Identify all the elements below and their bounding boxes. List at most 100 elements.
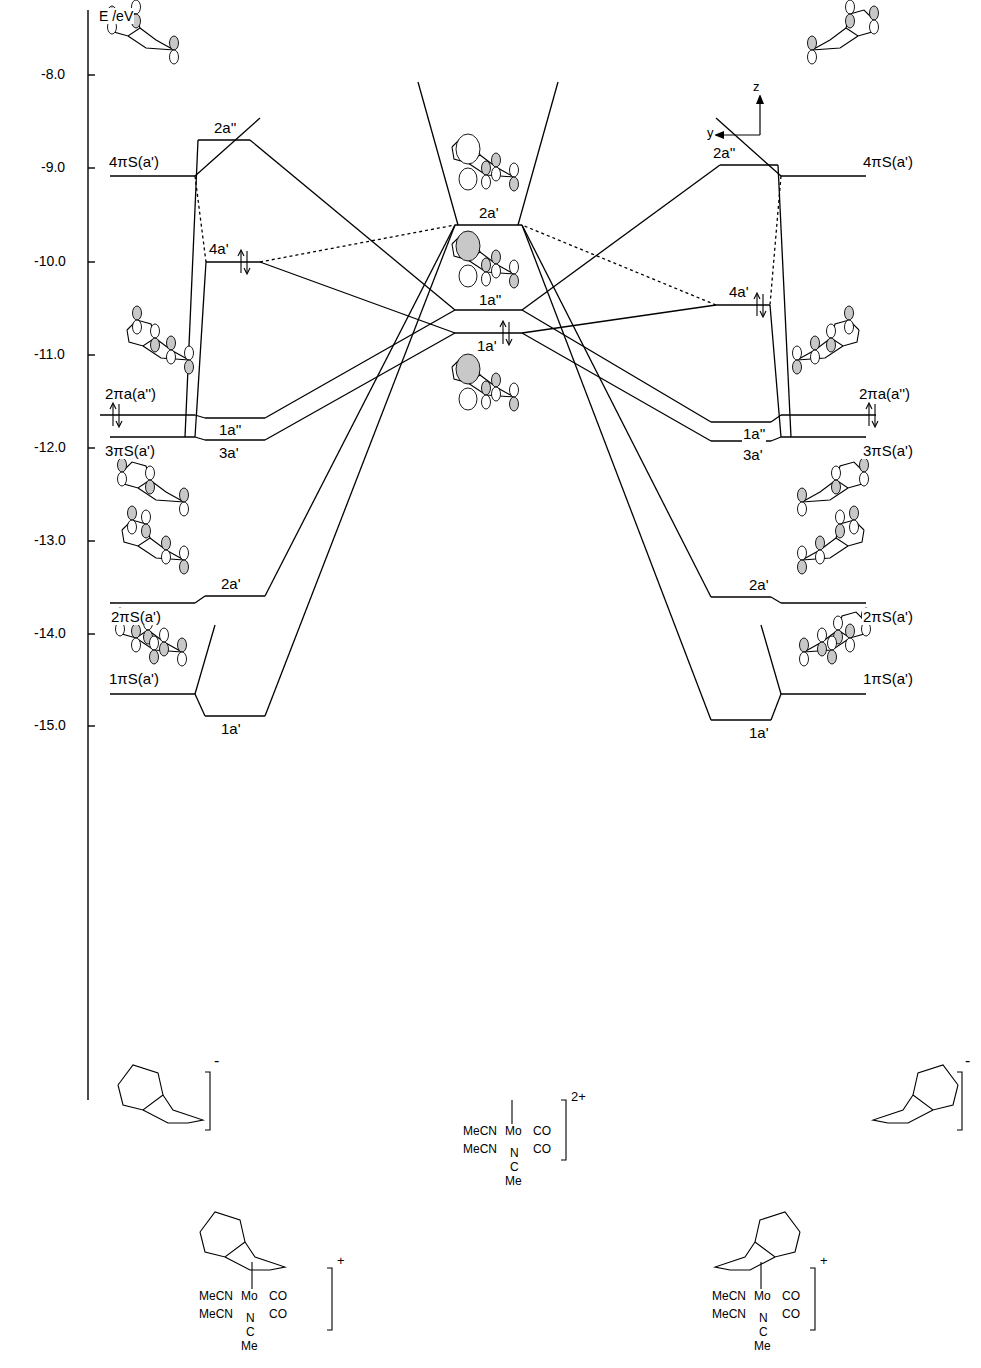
correlation-line	[265, 225, 455, 596]
correlation-line	[522, 305, 716, 333]
p-orbital-lobe	[180, 502, 189, 516]
axis-tick	[88, 540, 95, 541]
level-label: 3πS(a')	[862, 442, 914, 459]
ligand-skeleton	[128, 36, 174, 50]
tick-label: -15.0	[33, 717, 67, 733]
p-orbital-lobe	[510, 397, 519, 411]
ligand-text: MeCN	[711, 1308, 747, 1322]
charge: 2+	[570, 1090, 587, 1105]
correlation-line	[195, 415, 205, 418]
charge: +	[336, 1254, 346, 1269]
correlation-line	[781, 414, 876, 415]
ligand-text: N	[509, 1147, 520, 1161]
p-orbital-lobe	[798, 488, 807, 502]
arrow-head	[760, 311, 766, 317]
p-orbital-lobe	[798, 502, 807, 516]
correlation-line	[195, 596, 205, 603]
arrow-head	[244, 268, 250, 274]
d-orbital-lobe	[459, 388, 477, 410]
p-orbital-lobe	[167, 336, 176, 350]
correlation-line	[781, 175, 866, 176]
correlation-line	[265, 225, 455, 716]
correlation-line	[205, 595, 265, 596]
axis-tick	[88, 447, 95, 448]
charge: +	[819, 1254, 829, 1269]
ligand-skeleton	[873, 1095, 933, 1123]
p-orbital-lobe	[118, 458, 127, 472]
level-label: 1a''	[742, 425, 766, 442]
ligand-skeleton	[802, 480, 836, 502]
axis-arrow	[718, 134, 760, 135]
correlation-line	[770, 305, 781, 437]
p-orbital-lobe	[818, 642, 827, 656]
p-orbital-lobe	[827, 324, 836, 338]
p-orbital-lobe	[846, 14, 855, 28]
p-orbital-lobe	[150, 650, 159, 664]
p-orbital-lobe	[128, 506, 137, 520]
d-orbital-lobe	[459, 265, 477, 287]
level-label: 2a'	[748, 576, 770, 593]
ligand-text: Mo	[240, 1290, 259, 1304]
p-orbital-lobe	[178, 638, 187, 652]
p-orbital-lobe	[482, 272, 491, 286]
ligand-skeleton	[812, 36, 858, 50]
correlation-line	[778, 165, 791, 437]
correlation-line	[110, 693, 195, 694]
arrow-head	[872, 421, 878, 427]
correlation-line	[771, 415, 781, 422]
p-orbital-lobe	[185, 346, 194, 360]
correlation-line	[195, 118, 260, 176]
ligand-text: MeCN	[198, 1290, 234, 1304]
p-orbital-lobe	[860, 458, 869, 472]
axis-tick	[88, 261, 95, 262]
p-orbital-lobe	[816, 536, 825, 550]
ligand-text: MeCN	[198, 1308, 234, 1322]
p-orbital-lobe	[162, 550, 171, 564]
tick-label: -12.0	[33, 439, 67, 455]
p-orbital-lobe	[816, 550, 825, 564]
correlation-line	[455, 224, 522, 225]
p-orbital-lobe	[492, 264, 501, 278]
tick-label: -9.0	[40, 159, 66, 175]
correlation-line	[110, 436, 195, 437]
ligand-text: MeCN	[462, 1125, 498, 1139]
arrow-head	[714, 131, 724, 139]
correlation-line	[781, 436, 866, 437]
p-orbital-lobe	[798, 560, 807, 574]
arrow-head	[506, 339, 512, 345]
d-orbital-lobe	[456, 354, 480, 384]
p-orbital-lobe	[150, 636, 159, 650]
ligand-text: CO	[268, 1308, 288, 1322]
p-orbital-lobe	[846, 0, 855, 14]
p-orbital-lobe	[128, 520, 137, 534]
p-orbital-lobe	[482, 161, 491, 175]
correlation-line	[265, 310, 455, 418]
charge: -	[964, 1052, 971, 1070]
ligand-text: CO	[532, 1125, 552, 1139]
p-orbital-lobe	[146, 466, 155, 480]
level-label: 4πS(a')	[108, 153, 160, 170]
level-label: 2πa(a'')	[104, 385, 157, 402]
axis-tick	[88, 633, 95, 634]
correlation-line	[198, 139, 250, 140]
electron-arrow	[874, 404, 875, 426]
p-orbital-lobe	[836, 510, 845, 524]
p-orbital-lobe	[793, 360, 802, 374]
ligand-text: CO	[781, 1290, 801, 1304]
p-orbital-lobe	[818, 628, 827, 642]
correlation-line	[781, 602, 866, 603]
p-orbital-lobe	[510, 163, 519, 177]
axis-tick	[88, 167, 95, 168]
level-label: 3a'	[742, 446, 764, 463]
p-orbital-lobe	[162, 536, 171, 550]
ligand-skeleton	[804, 638, 850, 652]
bracket	[561, 1100, 566, 1160]
correlation-line	[522, 310, 711, 422]
p-orbital-lobe	[146, 480, 155, 494]
electron-arrow	[508, 322, 509, 344]
p-orbital-lobe	[793, 346, 802, 360]
p-orbital-lobe	[170, 36, 179, 50]
p-orbital-lobe	[132, 638, 141, 652]
axis-letter: z	[752, 80, 761, 95]
correlation-line	[771, 694, 781, 720]
